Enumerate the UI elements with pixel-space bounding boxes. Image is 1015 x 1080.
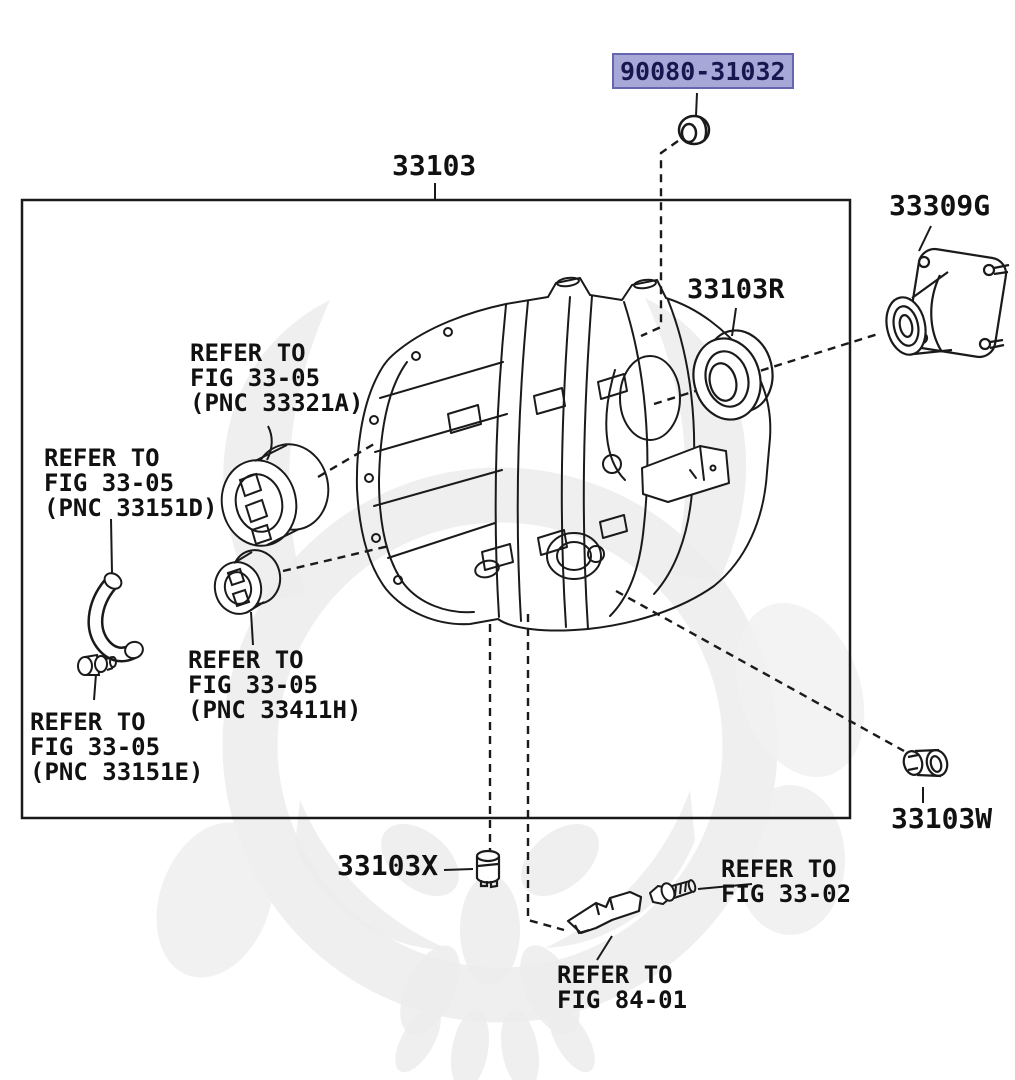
ref-line: REFER TO — [190, 339, 306, 367]
ref-line: (PNC 33411H) — [188, 696, 362, 724]
ref-line: (PNC 33321A) — [190, 389, 364, 417]
ref-line: FIG 33-05 — [30, 733, 161, 761]
part-label-33103w[interactable]: 33103W — [891, 802, 993, 835]
dashed-lines — [282, 140, 905, 932]
ref-line: REFER TO — [30, 708, 146, 736]
ref-line: REFER TO — [721, 855, 837, 883]
leader-lines — [93, 92, 932, 961]
ref-line: FIG 33-05 — [188, 671, 319, 699]
ref-link-pnc33151e[interactable]: REFER TO FIG 33-05 (PNC 33151E) — [30, 710, 203, 785]
part-label-33309g[interactable]: 33309G — [889, 189, 991, 222]
flange-drawing — [885, 247, 1010, 359]
ref-line: FIG 33-05 — [190, 364, 321, 392]
ref-line: REFER TO — [44, 444, 160, 472]
ref-line: (PNC 33151D) — [44, 494, 218, 522]
figure-title-label[interactable]: 33103 — [392, 149, 477, 182]
bracket-drawing — [566, 890, 643, 935]
ref-line: FIG 84-01 — [557, 986, 688, 1014]
ref-link-pnc33151d[interactable]: REFER TO FIG 33-05 (PNC 33151D) — [44, 446, 217, 521]
ref-line: FIG 33-05 — [44, 469, 175, 497]
ref-line: REFER TO — [557, 961, 673, 989]
union-bolt-drawing — [77, 653, 117, 676]
ref-link-pnc33411h[interactable]: REFER TO FIG 33-05 (PNC 33411H) — [188, 648, 361, 723]
housing-drawing — [355, 276, 772, 632]
tube-drawing — [87, 572, 144, 663]
bearing-front-drawing — [220, 443, 330, 547]
part-label-33103r[interactable]: 33103R — [687, 274, 785, 305]
highlighted-part-label[interactable]: 90080-31032 — [612, 53, 794, 89]
bearing-rear-drawing — [213, 549, 282, 615]
plug-w-drawing — [902, 748, 949, 778]
grommet-drawing — [677, 114, 711, 146]
ref-link-fig8401[interactable]: REFER TO FIG 84-01 — [557, 963, 687, 1013]
ref-link-pnc33321a[interactable]: REFER TO FIG 33-05 (PNC 33321A) — [190, 341, 363, 416]
ref-link-fig3302[interactable]: REFER TO FIG 33-02 — [721, 857, 851, 907]
plug-x-drawing — [475, 849, 501, 889]
bolt-drawing — [649, 879, 697, 905]
ref-line: (PNC 33151E) — [30, 758, 204, 786]
oil-seal-drawing — [692, 329, 774, 421]
ref-line: FIG 33-02 — [721, 880, 852, 908]
part-label-33103x[interactable]: 33103X — [337, 849, 439, 882]
ref-line: REFER TO — [188, 646, 304, 674]
